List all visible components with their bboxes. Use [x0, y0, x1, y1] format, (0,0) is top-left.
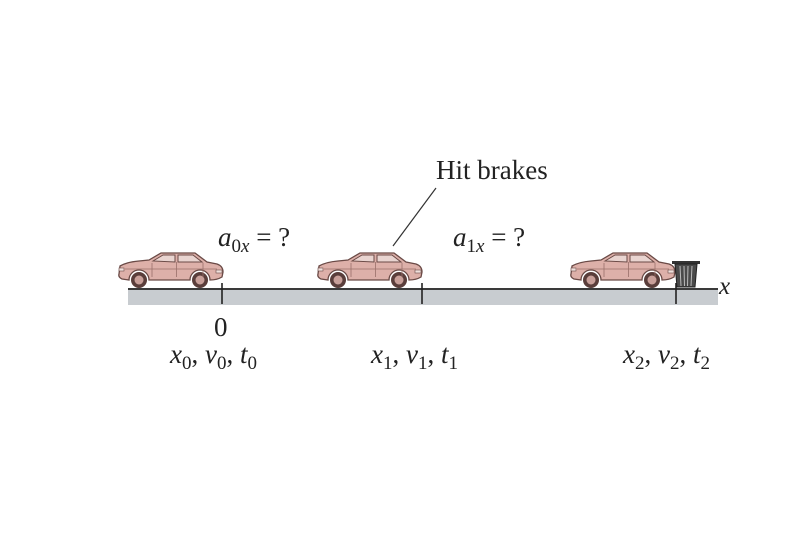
accel-0-label: a0x = ? [218, 222, 291, 257]
hit-brakes-label: Hit brakes [436, 155, 548, 185]
car-at-x0 [118, 252, 224, 289]
accel-1-label: a1x = ? [453, 222, 526, 257]
annotation-leader-line [392, 187, 437, 247]
road-shadow [128, 289, 718, 305]
point-label-1: x1, v1, t1 [371, 339, 458, 374]
axis-label-x: x [719, 273, 731, 300]
trash-can-icon [672, 261, 700, 288]
origin-label: 0 [214, 312, 228, 342]
car-at-x2 [570, 252, 676, 289]
car-at-x1 [317, 252, 423, 289]
point-label-0: x0, v0, t0 [170, 339, 257, 374]
point-label-2: x2, v2, t2 [623, 339, 710, 374]
